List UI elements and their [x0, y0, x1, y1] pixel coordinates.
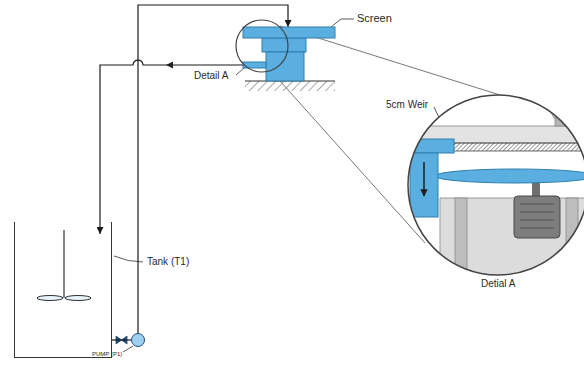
motor-fin [520, 204, 554, 205]
detail-reference: Detail A [194, 70, 228, 81]
flow-arrow [423, 162, 425, 196]
motor-fin [520, 228, 554, 229]
agitator [14, 222, 112, 358]
pump-symbol: PUMP (P1) [131, 333, 145, 347]
leader-line [114, 256, 143, 262]
weir-outlet [243, 62, 266, 68]
dimension-label: 5cm Weir [386, 99, 428, 110]
motor-fin [520, 220, 554, 221]
screen-deck [243, 27, 335, 38]
screen-outline [243, 27, 335, 81]
outlet-pipe [410, 153, 438, 217]
support-leg [455, 198, 467, 278]
impeller-blade [37, 296, 63, 301]
detail-illustration [406, 95, 584, 280]
impeller-blade [65, 296, 91, 301]
screen-base [262, 38, 306, 52]
agitator-shaft [63, 230, 64, 298]
leader-line [123, 346, 133, 352]
ground-hatch [245, 81, 335, 91]
leader-line [331, 19, 354, 27]
detail-caption: Detial A [481, 278, 515, 289]
screen-unit: Screen [243, 27, 335, 81]
tank-vessel: Tank (T1) [14, 222, 112, 358]
part-label: Tank (T1) [147, 256, 189, 267]
feed-chute [542, 95, 578, 118]
flow-arrow [559, 97, 561, 114]
motor-fin [520, 212, 554, 213]
motor [514, 196, 560, 238]
part-label: Screen [357, 12, 392, 24]
leader-line [236, 68, 244, 75]
screen-stand [266, 52, 304, 81]
pipe-line [100, 60, 243, 234]
detail-circle [408, 95, 584, 275]
screen-mesh [440, 143, 584, 151]
part-label: PUMP (P1) [92, 351, 122, 358]
pipe-line [112, 339, 131, 340]
vibrating-plate [435, 169, 584, 183]
support-leg [566, 198, 578, 278]
detail-projection-line [272, 72, 425, 243]
weir [406, 139, 454, 153]
